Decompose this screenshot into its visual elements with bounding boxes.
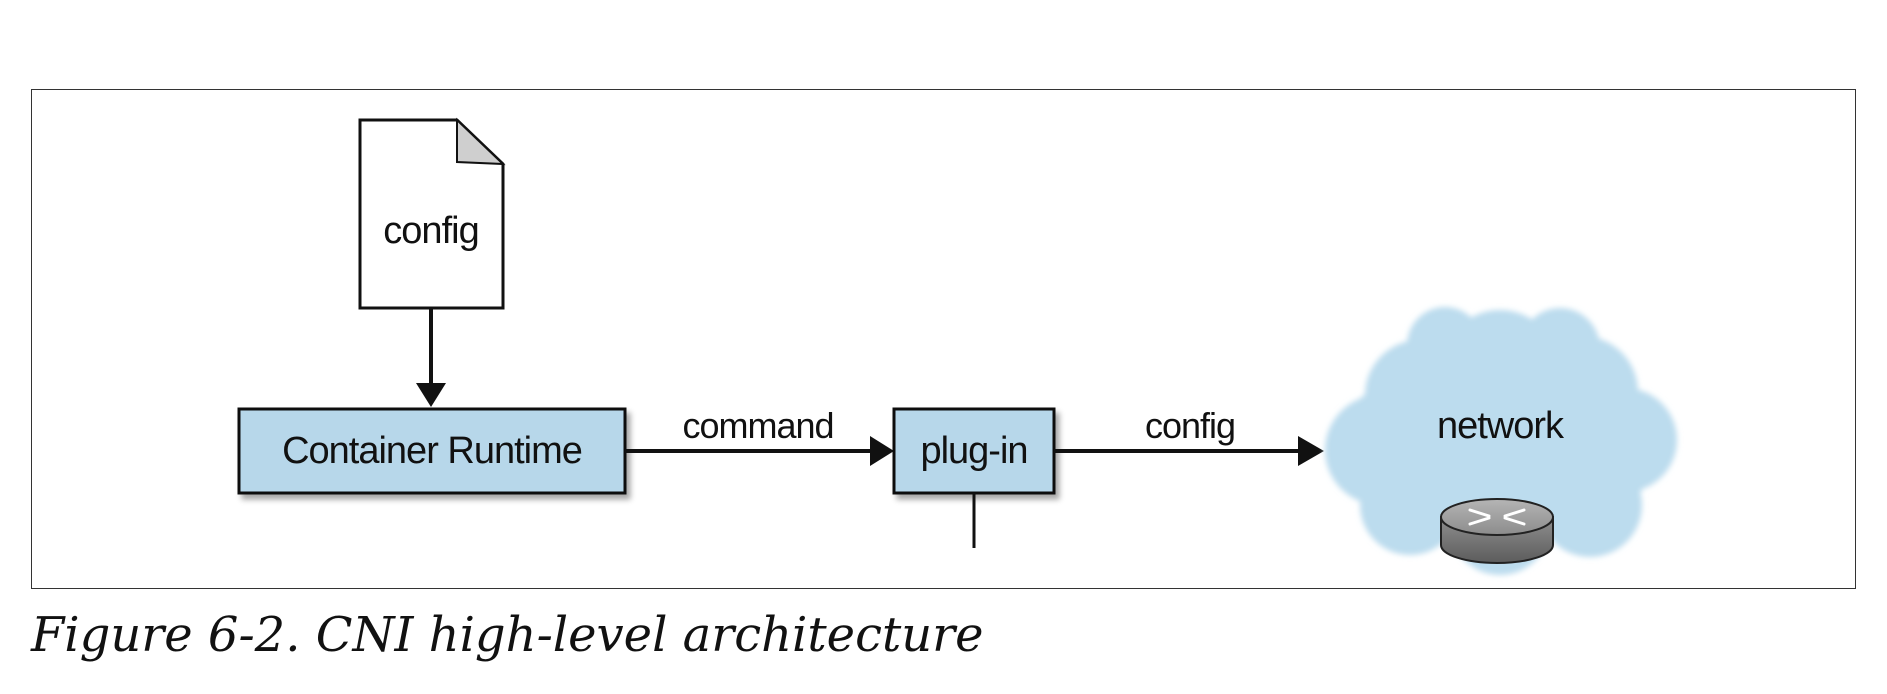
document-shape [358,118,505,310]
document-fold-corner [456,117,506,166]
container-runtime-label: Container Runtime [282,430,582,472]
router-top [1440,498,1554,536]
router-icon [1440,498,1554,564]
arrowhead-down [416,383,446,407]
config-document-label: config [383,210,478,252]
arrowhead-right [1298,436,1324,466]
config-edge-label: config [1145,405,1235,446]
edge-plugin-to-network: config [1054,405,1324,466]
cloud-shape [1325,307,1677,575]
plugin-node: plug-in [892,407,1056,548]
container-runtime-node: Container Runtime [237,407,627,495]
cni-architecture-diagram: config Container Runtime command plug-in… [237,117,1677,575]
config-document-node: config [358,117,506,310]
edge-runtime-to-plugin: command [625,405,894,466]
network-cloud-node: network [1325,307,1677,575]
network-label: network [1437,405,1565,447]
container-runtime-box [237,407,627,495]
figure-caption: Figure 6-2. CNI high-level architecture [31,607,984,663]
edge-config-to-runtime [416,308,446,407]
command-edge-label: command [682,405,833,446]
plugin-label: plug-in [920,430,1027,472]
arrowhead-right [870,436,894,466]
